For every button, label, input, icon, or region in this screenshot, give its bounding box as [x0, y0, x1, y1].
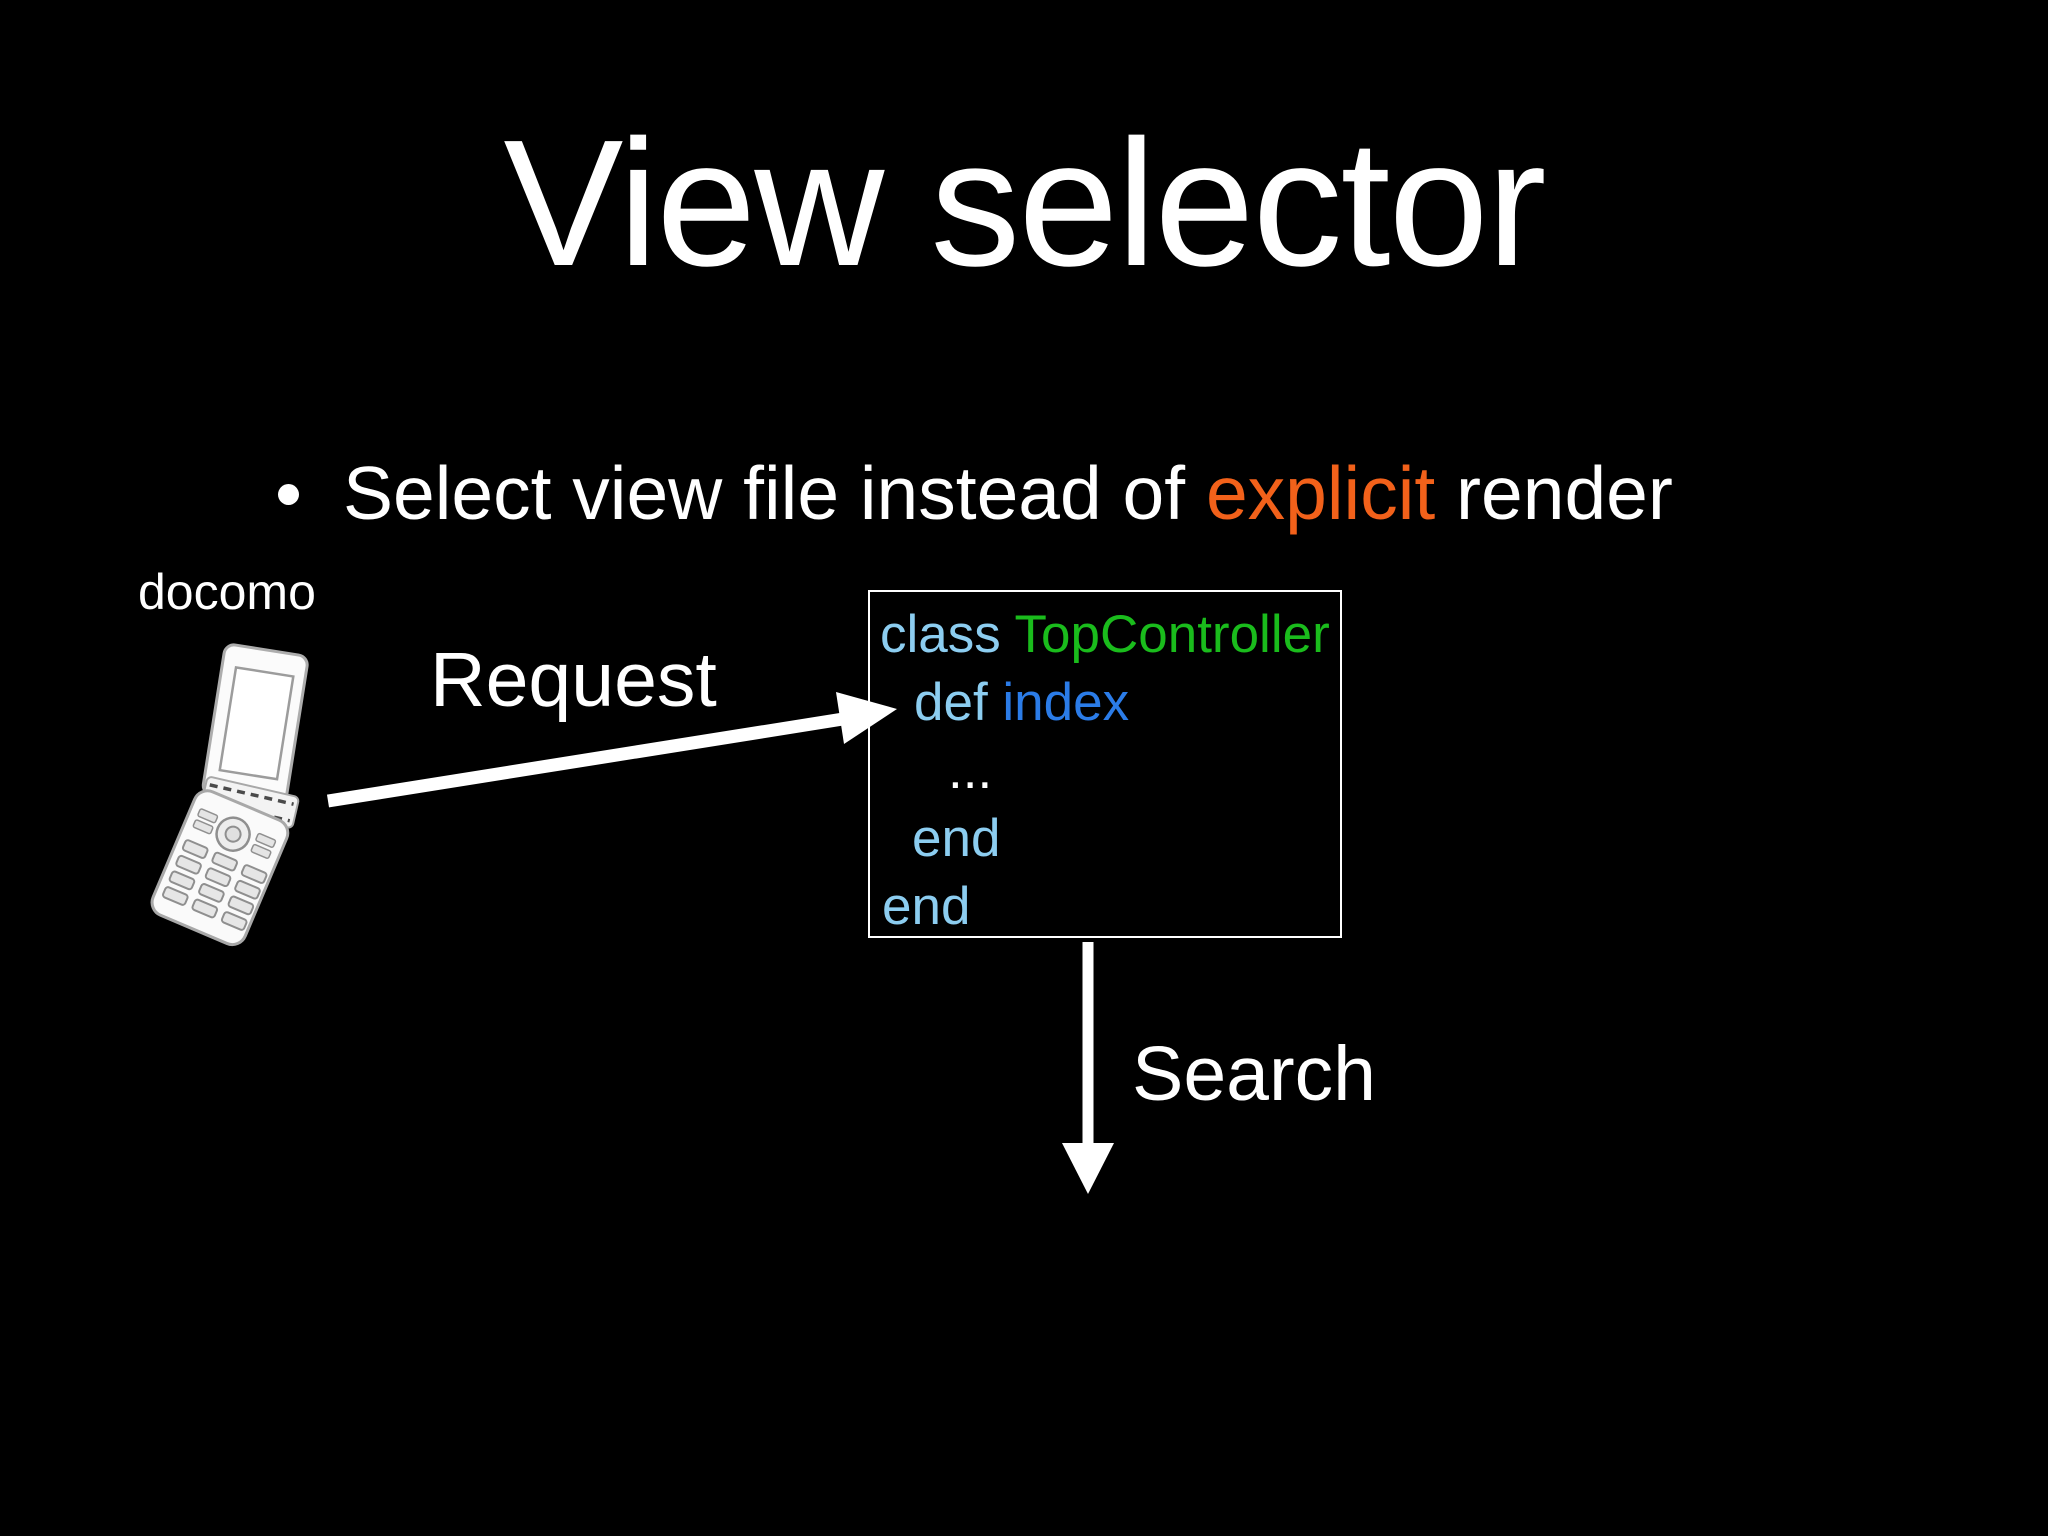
code-line: class TopController	[870, 601, 1340, 669]
phone-keypad-body	[150, 789, 290, 947]
code-box: class TopController def index ... end en…	[868, 590, 1342, 938]
code-token-keyword: class	[880, 605, 1015, 664]
code-token-ellipsis: ...	[948, 741, 993, 800]
bullet-highlight: explicit	[1205, 451, 1436, 535]
phone-upper-flip	[201, 643, 309, 807]
code-line: def index	[870, 669, 1340, 737]
phone-screen	[218, 665, 295, 781]
search-label: Search	[1132, 1031, 1376, 1117]
code-line: ...	[870, 737, 1340, 805]
code-token-keyword: def	[914, 673, 1003, 732]
code-line: end	[870, 873, 1340, 941]
search-arrow	[1062, 942, 1114, 1194]
bullet-item: Select view file instead of explicit ren…	[278, 442, 1673, 544]
code-token-keyword: end	[912, 809, 1001, 868]
code-token-method: index	[1002, 673, 1130, 732]
bullet-marker-icon	[278, 484, 299, 505]
phone-label: docomo	[138, 564, 316, 620]
bullet-text-before: Select view file instead of	[343, 451, 1206, 535]
request-label: Request	[430, 637, 717, 723]
flip-phone-icon	[150, 643, 309, 947]
code-line: end	[870, 805, 1340, 873]
code-token-classname: TopController	[1014, 605, 1330, 664]
code-token-keyword: end	[882, 877, 971, 936]
slide-title: View selector	[503, 103, 1546, 304]
bullet-text: Select view file instead of explicit ren…	[343, 442, 1673, 544]
bullet-text-after: render	[1435, 451, 1673, 535]
